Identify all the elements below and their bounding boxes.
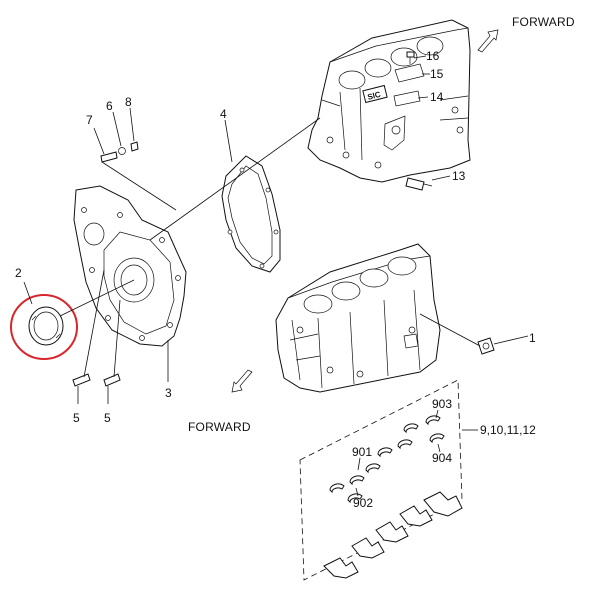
- label-forward-top: FORWARD: [512, 15, 575, 29]
- rear-plate: [73, 185, 187, 347]
- label-part-8: 8: [125, 95, 132, 109]
- label-part-4: 4: [220, 107, 227, 121]
- bearing-set: [299, 379, 478, 581]
- label-bearing-set: 9,10,11,12: [480, 423, 536, 437]
- label-part-14: 14: [430, 90, 444, 104]
- leader-lines: [23, 55, 529, 497]
- label-part-901: 901: [352, 445, 372, 459]
- label-part-902: 902: [353, 496, 373, 510]
- stud-nut-washer: [100, 141, 139, 163]
- label-part-3: 3: [165, 386, 172, 400]
- forward-arrow-bottom-icon: [231, 369, 253, 393]
- engine-block-upper: SIC: [307, 19, 471, 191]
- label-part-15: 15: [430, 67, 444, 81]
- label-part-1: 1: [529, 331, 536, 345]
- label-part-2: 2: [15, 266, 22, 280]
- label-part-5-right: 5: [104, 411, 111, 425]
- label-part-7: 7: [86, 113, 93, 127]
- label-part-6: 6: [106, 99, 113, 113]
- highlight-circle: [10, 294, 78, 360]
- label-part-16: 16: [426, 49, 440, 63]
- engine-block-lower: [275, 243, 495, 393]
- bolts: [72, 373, 121, 387]
- label-forward-bottom: FORWARD: [188, 420, 251, 434]
- part-labels: FORWARD FORWARD 1 2 3 4 5 5 6 7 8 13 14 …: [15, 15, 575, 510]
- gasket: [221, 155, 281, 273]
- label-part-903: 903: [432, 397, 452, 411]
- svg-text:SIC: SIC: [367, 90, 382, 102]
- label-part-904: 904: [432, 451, 452, 465]
- oil-seal: [10, 294, 78, 360]
- forward-arrow-top-icon: [477, 29, 499, 53]
- label-part-5-left: 5: [73, 411, 80, 425]
- label-part-13: 13: [452, 169, 466, 183]
